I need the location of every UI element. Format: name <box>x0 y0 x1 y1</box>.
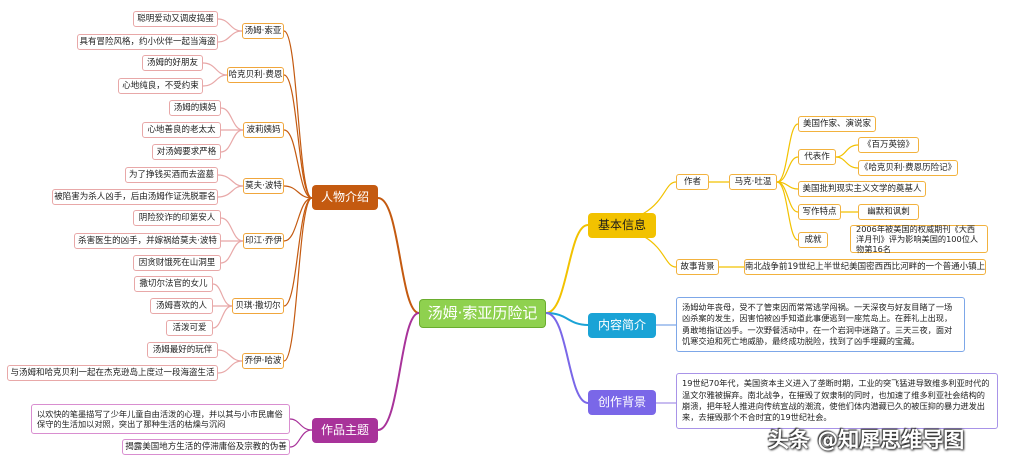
person-node[interactable]: 贝琪·撒切尔 <box>232 298 284 314</box>
trait-node[interactable]: 心地纯良，不受约束 <box>118 78 203 94</box>
trait-node[interactable]: 具有冒险风格，约小伙伴一起当海盗 <box>77 34 218 50</box>
trait-node[interactable]: 与汤姆和哈克贝利一起在杰克逊岛上度过一段海盗生活 <box>7 365 218 381</box>
link-center-characters <box>377 197 420 314</box>
work-node[interactable]: 《百万英镑》 <box>858 137 919 153</box>
summary-text[interactable]: 汤姆幼年丧母，受不了管束因而常常逃学闯祸。一天深夜与好友目睹了一场凶杀案的发生，… <box>676 297 965 352</box>
trait-node[interactable]: 杀害医生的凶手，并嫁祸给莫夫·波特 <box>74 233 221 249</box>
trait-node[interactable]: 对汤姆要求严格 <box>152 144 221 160</box>
author-label[interactable]: 作者 <box>676 174 709 190</box>
category-characters[interactable]: 人物介绍 <box>312 185 378 210</box>
link-center-themes <box>377 312 420 431</box>
category-summary[interactable]: 内容简介 <box>588 313 656 338</box>
achievement-value[interactable]: 2006年被美国的权威期刊《大西洋月刊》评为影响美国的100位人物第16名 <box>850 224 988 254</box>
central-topic[interactable]: 汤姆·索亚历险记 <box>419 299 546 328</box>
works-label[interactable]: 代表作 <box>798 149 836 165</box>
achievement-label[interactable]: 成就 <box>798 232 828 248</box>
category-basic-info[interactable]: 基本信息 <box>588 213 656 238</box>
trait-node[interactable]: 汤姆最好的玩伴 <box>147 342 218 358</box>
category-themes[interactable]: 作品主题 <box>312 418 378 443</box>
story-background-value[interactable]: 南北战争前19世纪上半世纪美国密西西比河畔的一个普通小镇上 <box>744 259 986 275</box>
link-center-background <box>545 312 589 404</box>
trait-node[interactable]: 汤姆的姨妈 <box>169 100 221 116</box>
author-identity[interactable]: 美国作家、演说家 <box>798 116 876 132</box>
creation-background-text[interactable]: 19世纪70年代，美国资本主义进入了垄断时期，工业的突飞猛进导致维多利亚时代的温… <box>676 373 998 429</box>
story-background-label[interactable]: 故事背景 <box>676 259 719 275</box>
trait-node[interactable]: 阴险狡诈的印第安人 <box>133 210 221 226</box>
author-name[interactable]: 马克·吐温 <box>729 174 777 190</box>
trait-node[interactable]: 心地善良的老太太 <box>142 122 221 138</box>
theme-node[interactable]: 揭露美国地方生活的停滞庸俗及宗教的伪善 <box>122 439 290 455</box>
style-value[interactable]: 幽默和讽刺 <box>858 204 919 220</box>
trait-node[interactable]: 因贪财饿死在山洞里 <box>133 255 221 271</box>
watermark: 头条 @知犀思维导图 <box>768 428 965 452</box>
trait-node[interactable]: 汤姆的好朋友 <box>142 55 203 71</box>
person-node[interactable]: 波莉姨妈 <box>243 122 284 138</box>
link-center-basic <box>545 224 589 314</box>
trait-node[interactable]: 为了挣钱买酒而去盗墓 <box>125 167 218 183</box>
theme-node[interactable]: 以欢快的笔墨描写了少年儿童自由活泼的心理，并以其与小市民庸俗保守的生活加以对照，… <box>31 404 290 434</box>
style-label[interactable]: 写作特点 <box>798 204 841 220</box>
trait-node[interactable]: 聪明爱动又调皮捣蛋 <box>133 11 218 27</box>
person-node[interactable]: 汤姆·索亚 <box>242 23 284 39</box>
category-creation-background[interactable]: 创作背景 <box>588 390 656 415</box>
person-node[interactable]: 乔伊·哈波 <box>242 353 284 369</box>
trait-node[interactable]: 活泼可爱 <box>166 320 213 336</box>
trait-node[interactable]: 汤姆喜欢的人 <box>150 298 213 314</box>
trait-node[interactable]: 撒切尔法官的女儿 <box>134 276 213 292</box>
link-center-summary <box>545 312 589 326</box>
work-node[interactable]: 《哈克贝利·费恩历险记》 <box>858 160 958 176</box>
person-node[interactable]: 哈克贝利·费恩 <box>227 67 284 83</box>
person-node[interactable]: 印江·乔伊 <box>243 233 284 249</box>
author-school[interactable]: 美国批判现实主义文学的奠基人 <box>798 181 926 197</box>
person-node[interactable]: 莫夫·波特 <box>243 178 284 194</box>
trait-node[interactable]: 被陷害为杀人凶手，后由汤姆作证洗脱罪名 <box>52 189 218 205</box>
